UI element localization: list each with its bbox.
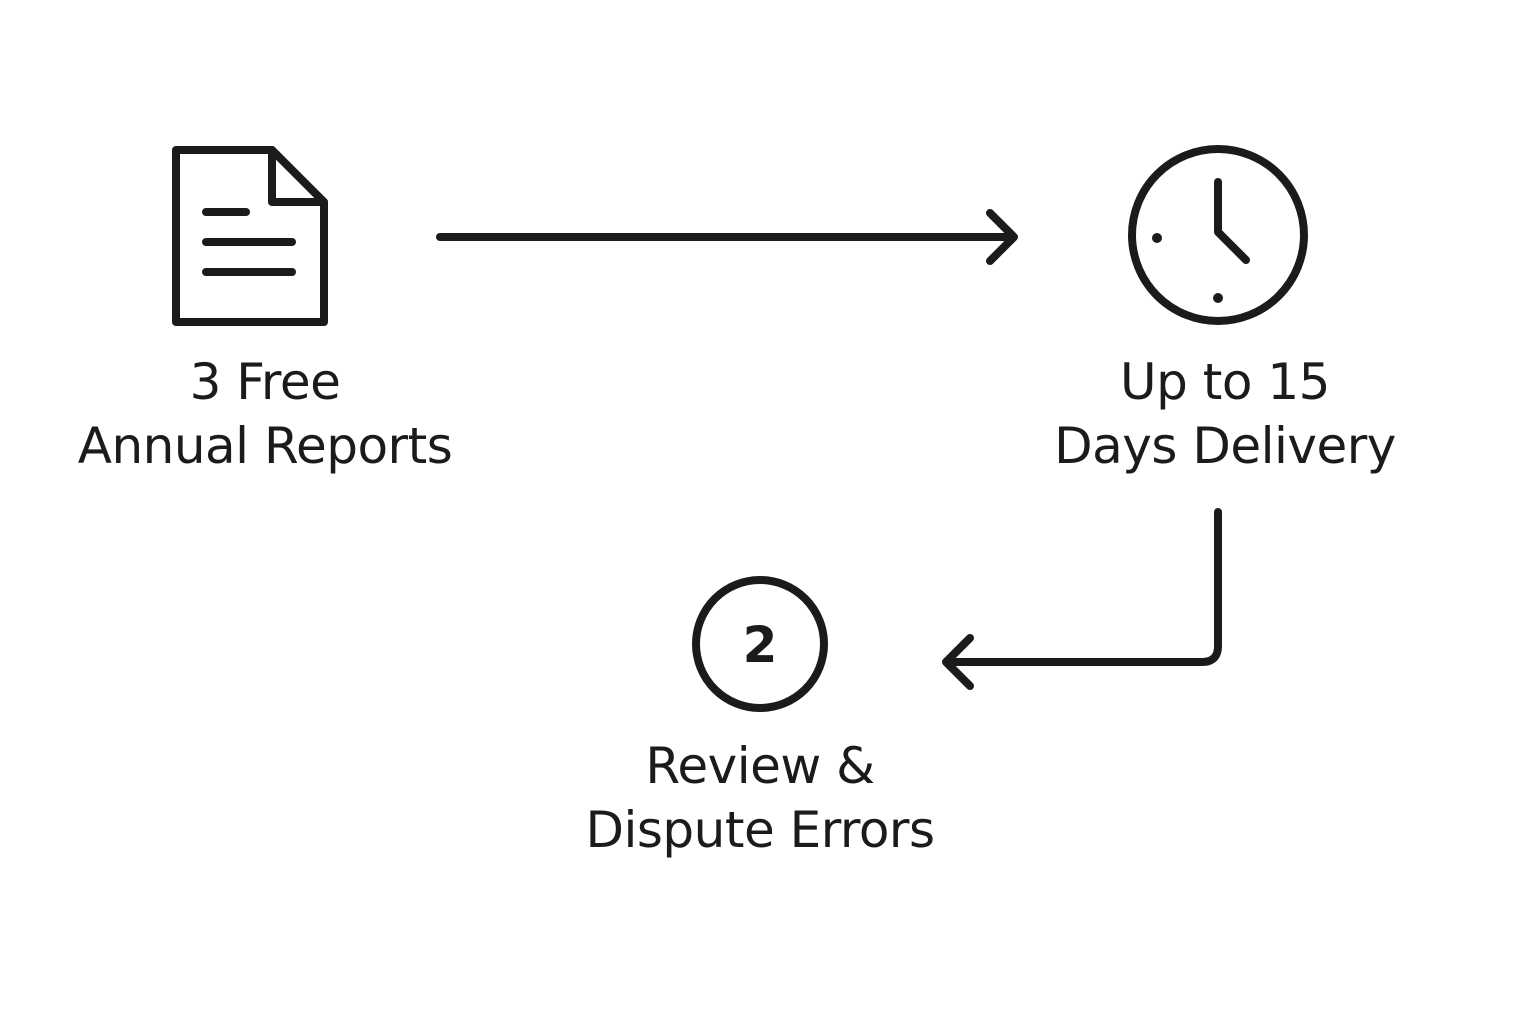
step-label-reports: 3 Free Annual Reports [40,350,490,478]
step-label-review-line1: Review & [645,737,875,795]
step-label-review: Review & Dispute Errors [540,734,980,862]
step-label-delivery-line1: Up to 15 [1120,353,1330,411]
step-label-reports-line2: Annual Reports [77,417,453,475]
clock-dot-left [1152,233,1162,243]
badge-number: 2 [743,616,778,674]
clock-icon [1128,145,1308,325]
clock-dot-bottom [1213,293,1223,303]
number-badge-icon [692,576,828,712]
document-icon [172,146,328,326]
step-label-review-line2: Dispute Errors [585,801,935,859]
step-label-delivery: Up to 15 Days Delivery [1010,350,1440,478]
step-label-delivery-line2: Days Delivery [1054,417,1396,475]
arrow-elbow-left [942,508,1222,690]
step-label-reports-line1: 3 Free [189,353,341,411]
arrow-right [436,209,1018,265]
